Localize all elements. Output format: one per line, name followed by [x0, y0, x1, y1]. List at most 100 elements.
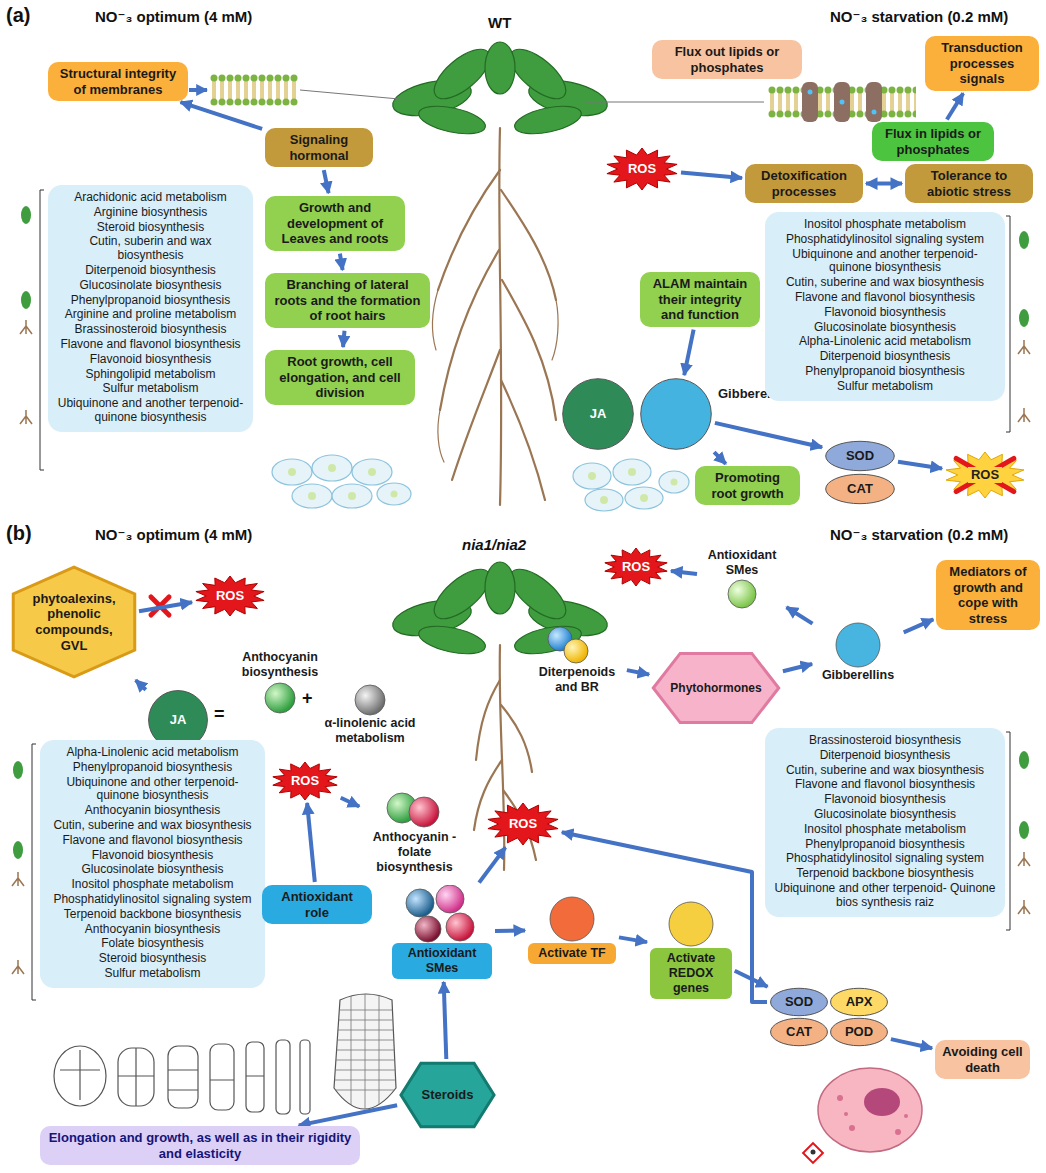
node-text: Diterpenoid biosynthesis	[773, 749, 997, 763]
label-box: Activate TF	[528, 943, 616, 964]
node-text: Flavonoid biosynthesis	[773, 306, 997, 320]
ros-burst: ROS	[604, 548, 668, 586]
connector-arrow	[136, 680, 146, 690]
node-text: Root growth, cell elongation, and cell d…	[271, 354, 409, 401]
sphere	[728, 580, 756, 608]
node-text: Glucosinolate biosynthesis	[773, 321, 997, 335]
node-text: ROS	[509, 816, 537, 832]
connector-arrow	[904, 619, 934, 632]
node-text: Ubiquinone and other terpenoid- quinone …	[48, 776, 257, 804]
process-box: ALAM maintain their integrity and functi…	[640, 272, 760, 327]
node-text: ROS	[291, 773, 319, 789]
connector-arrow	[891, 1039, 932, 1048]
panel-label: NO⁻₃ starvation (0.2 mM)	[830, 8, 1008, 26]
node-text: α-linolenic acid metabolism	[315, 716, 425, 746]
ros-burst: ROS	[945, 452, 1025, 498]
node-text: Flavonoid biosynthesis	[56, 353, 245, 367]
connector-arrow	[444, 982, 447, 1059]
node-text: Folate biosynthesis	[48, 937, 257, 951]
enzyme-ellipse: SOD	[770, 988, 828, 1016]
connector-arrow	[495, 928, 525, 933]
node-text: Phosphatidylinositol signaling system	[773, 852, 997, 866]
node-text: Glucosinolate biosynthesis	[48, 863, 257, 877]
ellipse-outline	[771, 1018, 828, 1045]
cells	[272, 455, 689, 511]
node-text: Flavone and flavonol biosynthesis	[56, 338, 245, 352]
node-text: Structural integrity of membranes	[54, 66, 182, 97]
node-text: Antioxidant SMes	[700, 548, 784, 578]
process-box: Tolerance to abiotic stress	[905, 164, 1033, 203]
burst-outline	[196, 576, 264, 616]
node-text: ALAM maintain their integrity and functi…	[646, 276, 754, 323]
node-text: Diterpenoid biosynthesis	[773, 350, 997, 364]
arrow	[189, 88, 207, 92]
membrane-left	[210, 74, 298, 106]
connector-arrow	[783, 664, 812, 671]
leader-line	[300, 90, 410, 100]
node-text: Mediators of growth and cope with stress	[942, 564, 1034, 626]
sphere	[550, 897, 594, 941]
process-box: Elongation and growth, as well as in the…	[40, 1126, 360, 1165]
connector-arrow	[735, 971, 768, 987]
panel-label: NO⁻₃ starvation (0.2 mM)	[830, 526, 1008, 544]
node-text: Inositol phosphate metabolism	[773, 823, 997, 837]
metabolite-node: Antioxidant SMes	[392, 885, 492, 979]
node-text: Alpha-Linolenic acid metabolism	[48, 746, 257, 760]
node-text: Anthocyanin biosynthesis	[48, 804, 257, 818]
node-text: ROS	[968, 467, 1002, 483]
ros-burst: ROS	[272, 762, 338, 800]
node-text: Signaling hormonal	[271, 132, 367, 163]
compound-hexagon: Steroids	[400, 1062, 495, 1128]
pathway-list: Alpha-Linolenic acid metabolismPhenylpro…	[40, 740, 265, 988]
process-box: Transduction processes signals	[925, 36, 1039, 91]
connector-arrow	[343, 331, 345, 347]
sphere-group	[530, 625, 624, 665]
metabolite-node: Activate REDOX genes	[650, 900, 732, 999]
node-text: Sphingolipid metabolism	[56, 368, 245, 382]
node-text: Sulfur metabolism	[48, 967, 257, 981]
process-box: Promoting root growth	[695, 466, 800, 505]
node-text: Steroid biosynthesis	[56, 221, 245, 235]
node-text: CAT	[847, 481, 873, 497]
node-text: Anthocyanin biosynthesis	[48, 923, 257, 937]
panel-label: (b)	[6, 522, 32, 545]
ellipse-outline	[641, 379, 712, 450]
node-text: Arginine biosynthesis	[56, 206, 245, 220]
connector-arrow	[866, 182, 902, 186]
node-text: JA	[590, 406, 607, 422]
node-text: Anthocyanin -folate biosynthesis	[362, 830, 467, 875]
node-text: Transduction processes signals	[931, 40, 1033, 87]
process-box: Avoiding cell death	[935, 1040, 1030, 1079]
node-text: Inositol phosphate metabolism	[48, 878, 257, 892]
node-text: CAT	[786, 1024, 812, 1040]
connector-arrow	[681, 173, 742, 179]
process-box: Flux in lipids or phosphates	[872, 122, 994, 161]
node-text: Cutin, suberin and wax biosynthesis	[56, 235, 245, 263]
cell-death	[803, 1068, 922, 1163]
enzyme-ellipse: POD	[830, 1018, 888, 1046]
metabolite-node: Anthocyanin -folate biosynthesis	[362, 790, 467, 875]
node-text: POD	[845, 1024, 873, 1040]
sphere-group	[700, 578, 784, 610]
sphere	[436, 885, 464, 913]
panel-label: WT	[488, 14, 511, 31]
block-mark	[151, 597, 169, 615]
connector-arrow	[715, 423, 822, 447]
root-tip	[330, 990, 400, 1130]
ellipse-outline	[826, 474, 895, 503]
label-box: Activate REDOX genes	[650, 948, 732, 999]
node-text: phytoalexins, phenolic compounds, GVL	[12, 591, 136, 653]
panel-label: (a)	[6, 4, 30, 27]
node-text: Flavone and flavonol biosynthesis	[773, 291, 997, 305]
connector-arrow	[340, 254, 343, 270]
connector-arrow	[684, 330, 693, 375]
node-text: Arachidonic acid metabolism	[56, 191, 245, 205]
node-text: Terpenoid backbone biosynthesis	[48, 908, 257, 922]
node-text: Diterpenoids and BR	[530, 665, 624, 695]
node-text: Inositol phosphate metabolism	[773, 218, 997, 232]
node-text: SOD	[785, 994, 813, 1010]
node-text: Flavone and flavonol biosynthesis	[48, 834, 257, 848]
